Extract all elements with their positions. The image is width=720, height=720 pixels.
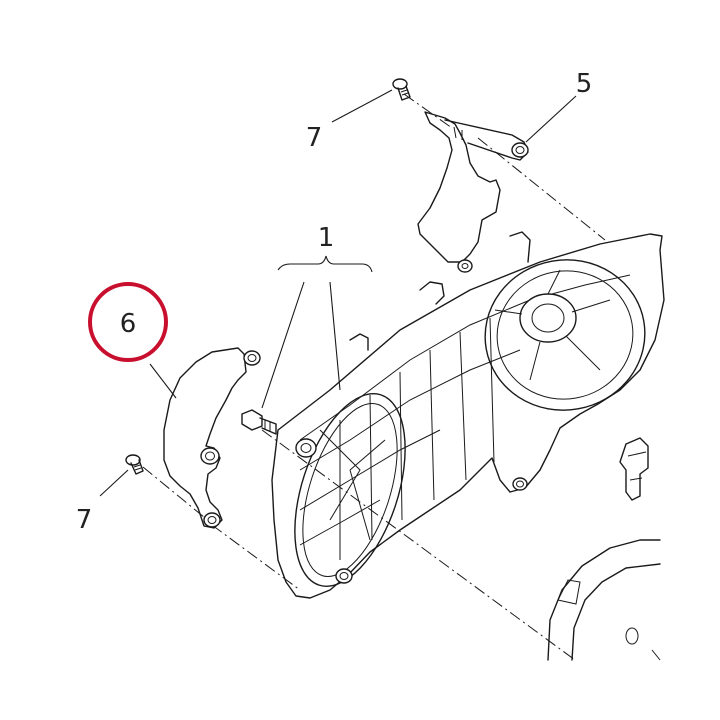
callout-label-5: 5	[576, 69, 593, 99]
callout-1-bracket	[277, 255, 373, 273]
bolt-part-1	[241, 409, 277, 435]
bracket-part-5	[417, 111, 529, 273]
highlight-circle	[88, 282, 168, 362]
callout-label-6: 6	[120, 309, 137, 339]
callout-label-7-top: 7	[306, 123, 323, 153]
fan-shroud-part-1	[271, 231, 665, 661]
screw-part-7-left	[125, 454, 144, 475]
cover-part-6	[163, 347, 261, 529]
screw-part-7-top	[392, 78, 411, 101]
leader-lines	[99, 89, 577, 497]
assembly-lines	[142, 93, 606, 661]
callout-label-7-left: 7	[76, 505, 93, 535]
callout-label-1: 1	[318, 223, 335, 253]
